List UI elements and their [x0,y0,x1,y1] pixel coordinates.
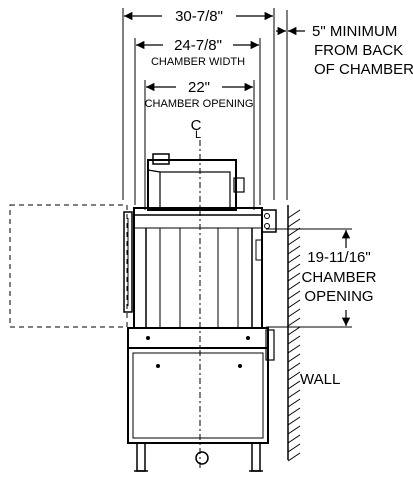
opening-width-caption: CHAMBER OPENING [145,98,254,110]
centerline: C L [191,117,202,470]
overall-width-dimension: 30-7/8" [122,8,275,200]
wall: WALL [287,205,340,462]
opening-height-caption-2: OPENING [304,288,373,305]
opening-width-value: 22" [188,79,210,96]
opening-height-value: 19-11/16" [307,249,370,266]
chamber-width-dimension: 24-7/8" CHAMBER WIDTH [134,37,261,205]
machine-body [123,153,277,472]
wall-label: WALL [300,371,340,388]
centerline-symbol-l: L [195,129,201,141]
open-door-outline [9,204,128,328]
opening-height-caption-1: CHAMBER [301,269,376,286]
rear-clearance-dimension: 5" MINIMUM FROM BACK OF CHAMBER [276,10,413,200]
opening-width-dimension: 22" CHAMBER OPENING [144,79,255,210]
rear-clearance-line-2: FROM BACK [314,42,403,59]
opening-height-dimension: 19-11/16" CHAMBER OPENING [266,228,377,328]
centerline-symbol: C [191,117,202,134]
rear-clearance-line-3: OF CHAMBER [314,61,413,78]
chamber-width-caption: CHAMBER WIDTH [151,56,245,68]
overall-width-label: 30-7/8" [175,8,223,25]
rear-clearance-line-1: 5" MINIMUM [312,23,397,40]
chamber-width-value: 24-7/8" [174,37,222,54]
